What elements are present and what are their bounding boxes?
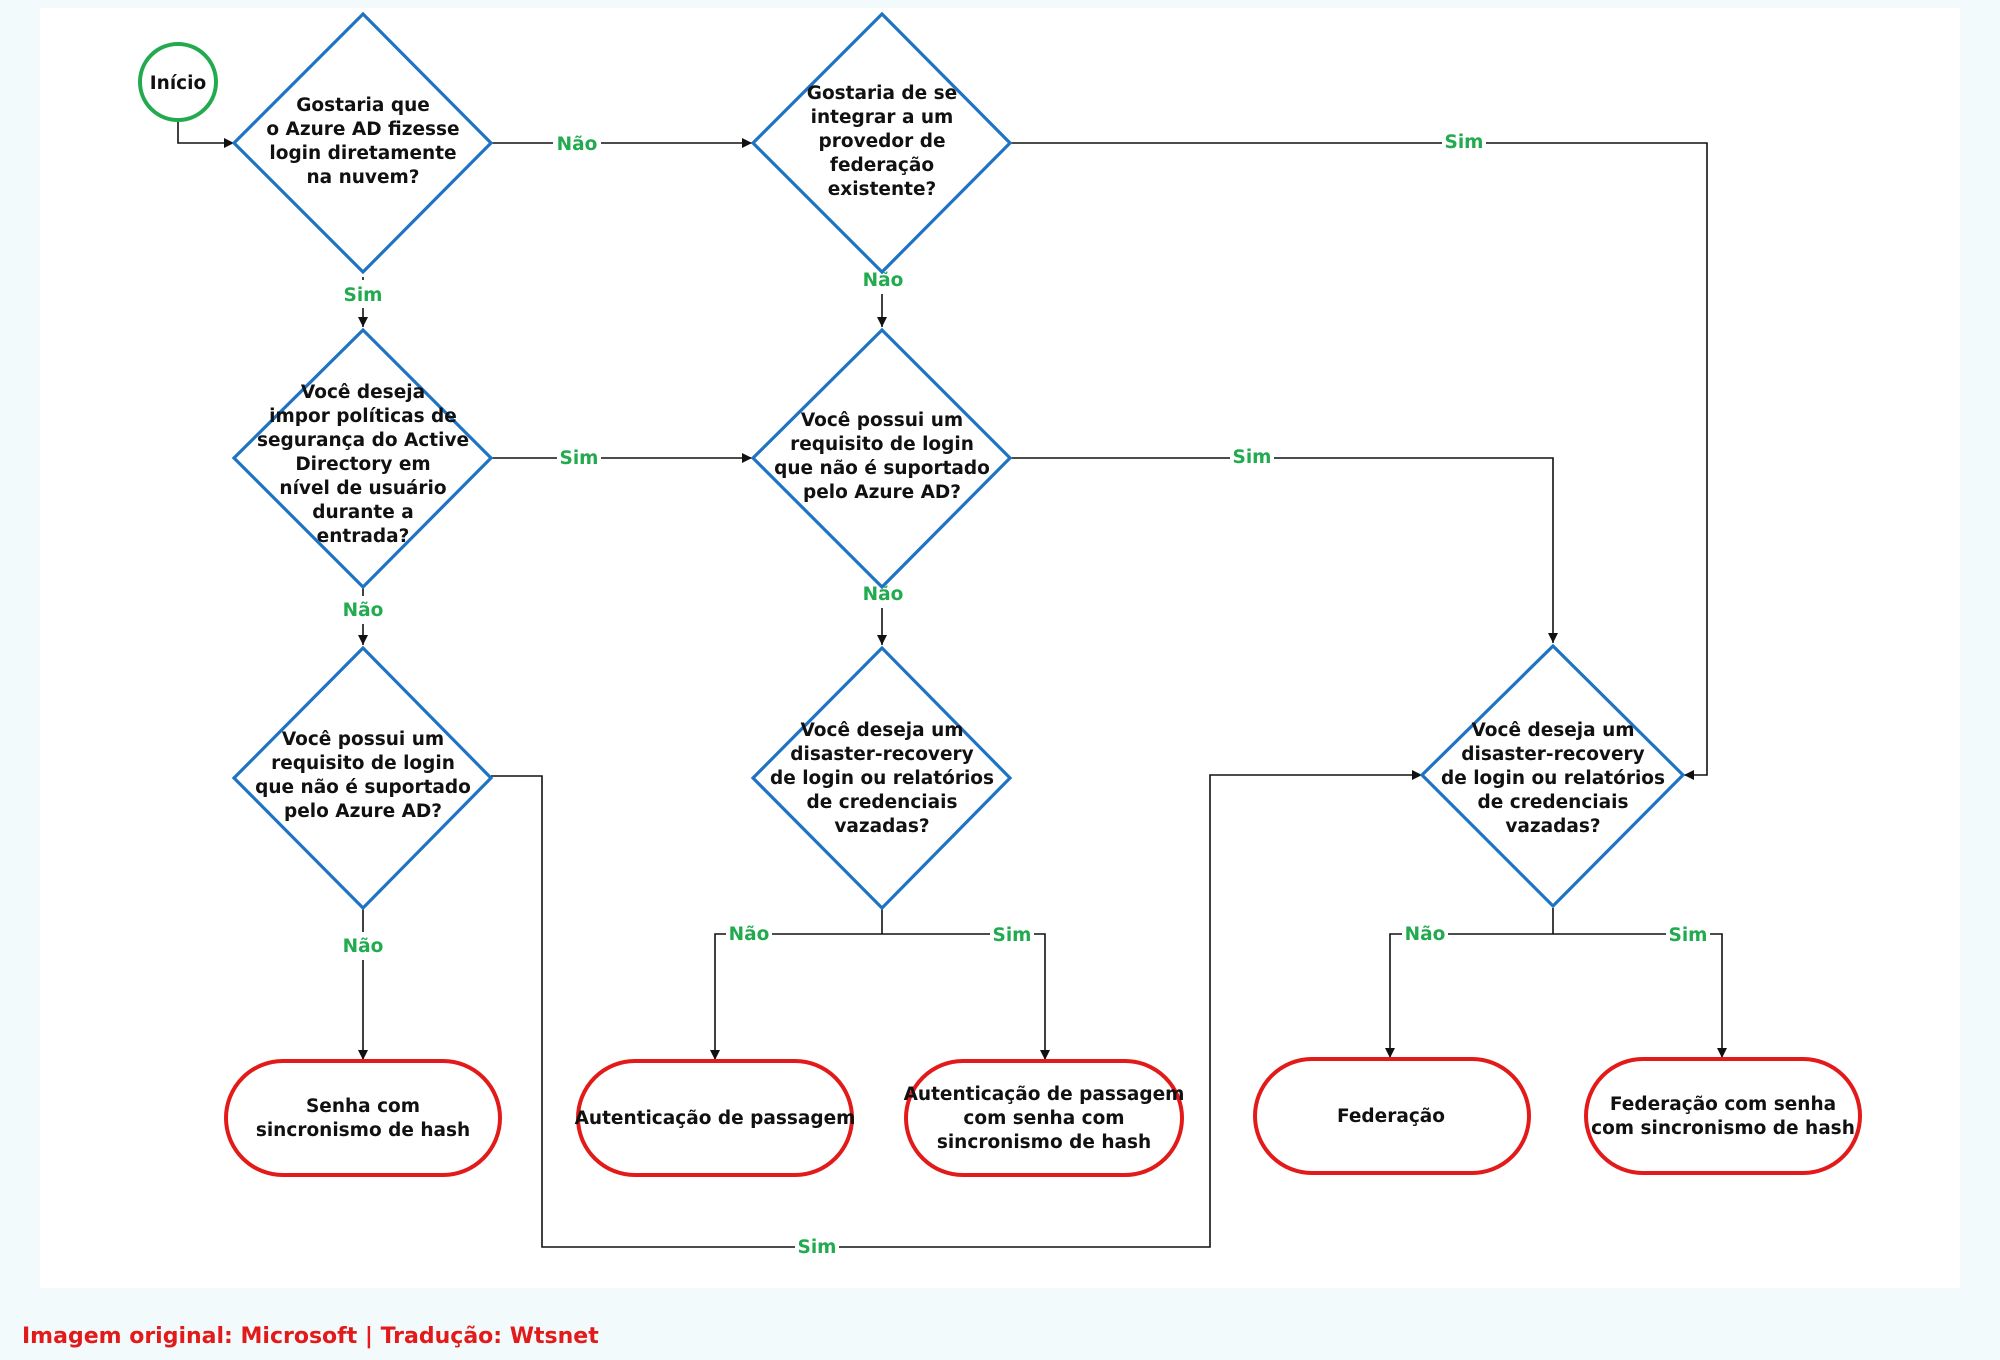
label-drmid-no: Não	[729, 924, 770, 945]
node-text-line: provedor de	[819, 131, 946, 152]
node-text-line: federação	[830, 155, 934, 176]
label-fedprov-no: Não	[863, 270, 904, 291]
node-text-line: login diretamente	[269, 143, 456, 164]
label-fedprov-yes: Sim	[1445, 132, 1484, 153]
start-node: Início	[138, 42, 218, 122]
decision-ad-policies-text: Você deseja impor políticas de segurança d…	[257, 382, 469, 547]
result-password-hash-sync-text: Senha com sincronismo de hash	[256, 1096, 470, 1141]
edge-drright-yes	[1553, 933, 1727, 1058]
label-policies-no: Não	[343, 600, 384, 621]
node-text-line: Você possui um	[282, 729, 444, 750]
node-text-line: Você deseja um	[1471, 720, 1634, 741]
node-text-line: Você possui um	[801, 410, 963, 431]
node-text-line: Autenticação de passagem	[575, 1108, 856, 1129]
node-text-line: Você deseja	[301, 382, 425, 403]
result-federation-with-phs: Federação com senha com sincronismo de ha…	[1584, 1057, 1862, 1175]
result-pass-through-auth: Autenticação de passagem	[575, 1059, 856, 1177]
node-text-line: Directory em	[295, 454, 430, 475]
image-credit: Imagem original: Microsoft | Tradução: W…	[22, 1324, 599, 1349]
decision-cloud-login: Gostaria que o Azure AD fizesse login dire…	[231, 11, 494, 275]
node-text-line: Gostaria que	[296, 95, 430, 116]
result-pta-with-phs: Autenticação de passagem com senha com sin…	[904, 1059, 1185, 1177]
node-text-line: pelo Azure AD?	[803, 482, 961, 503]
decision-cloud-login-text: Gostaria que o Azure AD fizesse login dire…	[266, 95, 459, 188]
edge-loginmid-yes	[1010, 457, 1558, 643]
node-text-line: requisito de login	[271, 753, 455, 774]
label-loginmid-no: Não	[863, 584, 904, 605]
label-cloud-no: Não	[557, 134, 598, 155]
edge-start-to-cloud	[177, 120, 234, 148]
node-text-line: vazadas?	[834, 816, 929, 837]
edge-fedprov-yes	[1010, 142, 1708, 780]
node-text-line: Federação com senha	[1610, 1094, 1836, 1115]
label-loginleft-no: Não	[343, 936, 384, 957]
decision-disaster-recovery-right: Você deseja um disaster-recovery de login …	[1419, 643, 1686, 909]
edge-labels: Não Sim Sim Não Sim Não Sim Não Não Sim …	[340, 128, 1710, 1261]
edge-drright-no	[1385, 933, 1553, 1058]
node-text-line: entrada?	[317, 526, 410, 547]
node-text-line: segurança do Active	[257, 430, 469, 451]
decision-disaster-recovery-right-text: Você deseja um disaster-recovery de login …	[1441, 720, 1665, 837]
result-federation-text: Federação	[1337, 1106, 1445, 1127]
decision-login-requirement-mid-text: Você possui um requisito de login que não …	[774, 410, 990, 503]
label-loginmid-yes: Sim	[1233, 447, 1272, 468]
label-policies-yes: Sim	[560, 448, 599, 469]
result-password-hash-sync: Senha com sincronismo de hash	[224, 1059, 502, 1177]
node-text-line: nível de usuário	[279, 478, 446, 499]
node-text-line: disaster-recovery	[790, 744, 973, 765]
label-drright-yes: Sim	[1669, 925, 1708, 946]
node-text-line: o Azure AD fizesse	[266, 119, 459, 140]
node-text-line: que não é suportado	[774, 458, 990, 479]
node-text-line: Federação	[1337, 1106, 1445, 1127]
decision-disaster-recovery-mid: Você deseja um disaster-recovery de login …	[750, 645, 1013, 911]
decision-federation-provider: Gostaria de se integrar a um provedor de fe…	[750, 11, 1013, 275]
node-text-line: de login ou relatórios	[1441, 768, 1665, 789]
node-text-line: com senha com	[963, 1108, 1124, 1129]
node-text-line: Você deseja um	[800, 720, 963, 741]
label-loginleft-yes: Sim	[798, 1237, 837, 1258]
edge-drmid-no	[710, 933, 882, 1060]
label-drmid-yes: Sim	[993, 925, 1032, 946]
edge-loginleft-yes	[491, 770, 1422, 1248]
node-text-line: sincronismo de hash	[937, 1132, 1151, 1153]
node-text-line: vazadas?	[1505, 816, 1600, 837]
node-text-line: integrar a um	[811, 107, 954, 128]
decision-login-requirement-mid: Você possui um requisito de login que não …	[750, 327, 1013, 590]
node-text-line: Gostaria de se	[807, 83, 957, 104]
node-text-line: impor políticas de	[269, 406, 457, 427]
decision-login-requirement-left-text: Você possui um requisito de login que não …	[255, 729, 471, 822]
node-text-line: de credenciais	[807, 792, 958, 813]
node-text-line: requisito de login	[790, 434, 974, 455]
node-text-line: na nuvem?	[306, 167, 419, 188]
result-federation-with-phs-text: Federação com senha com sincronismo de ha…	[1591, 1094, 1855, 1139]
node-text-line: que não é suportado	[255, 777, 471, 798]
result-pta-with-phs-text: Autenticação de passagem com senha com sin…	[904, 1084, 1185, 1153]
edge-drmid-yes	[882, 933, 1050, 1060]
node-text-line: Autenticação de passagem	[904, 1084, 1185, 1105]
result-pass-through-auth-text: Autenticação de passagem	[575, 1108, 856, 1129]
start-label: Início	[150, 73, 206, 94]
decision-login-requirement-left: Você possui um requisito de login que não …	[231, 645, 494, 911]
node-text-line: sincronismo de hash	[256, 1120, 470, 1141]
node-text-line: existente?	[828, 179, 937, 200]
decision-federation-provider-text: Gostaria de se integrar a um provedor de fe…	[807, 83, 957, 200]
node-text-line: com sincronismo de hash	[1591, 1118, 1855, 1139]
decision-ad-policies: Você deseja impor políticas de segurança d…	[231, 327, 494, 590]
decision-disaster-recovery-mid-text: Você deseja um disaster-recovery de login …	[770, 720, 994, 837]
node-text-line: durante a	[312, 502, 414, 523]
node-text-line: de login ou relatórios	[770, 768, 994, 789]
node-text-line: pelo Azure AD?	[284, 801, 442, 822]
label-cloud-yes: Sim	[344, 285, 383, 306]
node-text-line: disaster-recovery	[1461, 744, 1644, 765]
node-text-line: Senha com	[306, 1096, 420, 1117]
label-drright-no: Não	[1405, 924, 1446, 945]
result-federation: Federação	[1253, 1057, 1531, 1175]
node-text-line: de credenciais	[1478, 792, 1629, 813]
